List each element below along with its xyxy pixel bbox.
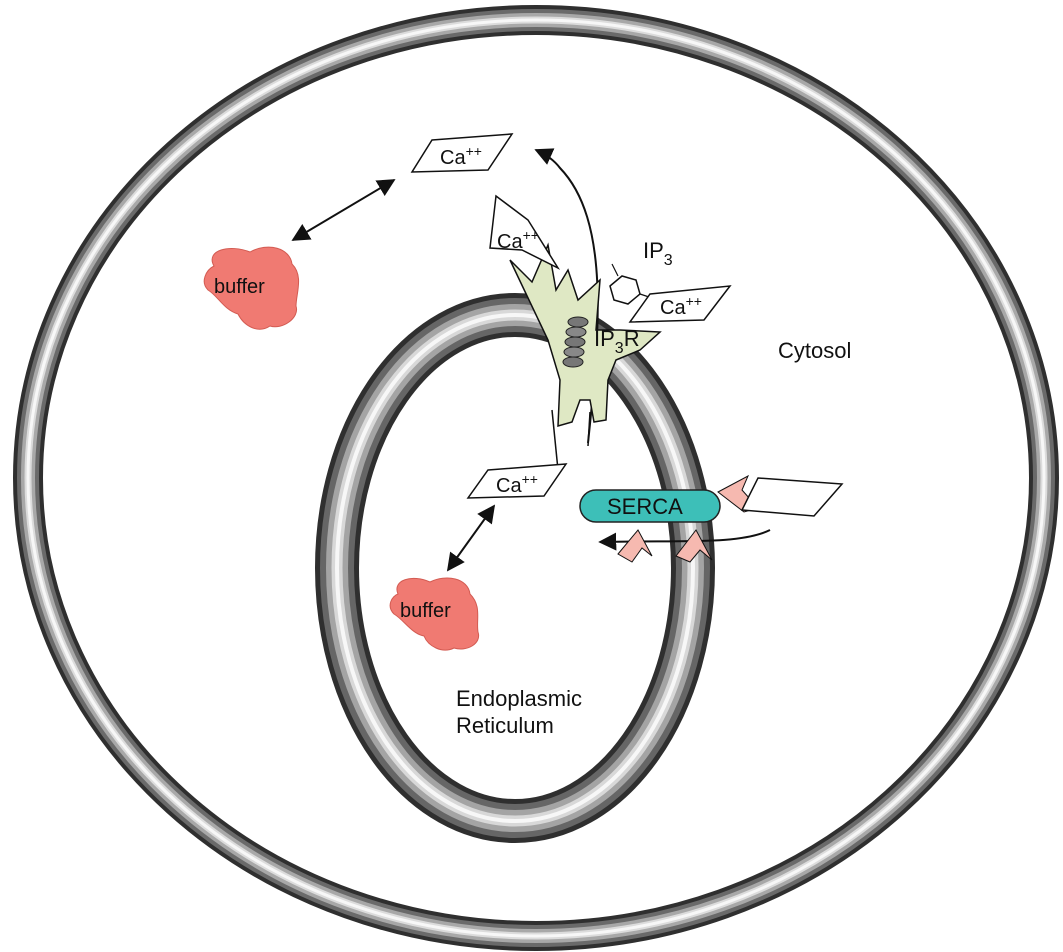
receptor-calcium-ion-left: Ca++: [490, 196, 558, 268]
ip3-sub-label: 3: [664, 252, 673, 269]
er-buffer: buffer: [390, 578, 478, 650]
er-label-line2: Reticulum: [456, 713, 554, 738]
cytosol-buffer: buffer: [204, 247, 298, 329]
ip3-prefix-label: IP: [643, 238, 664, 263]
ca-label-4: Ca: [496, 475, 522, 497]
er-calcium-ion: Ca++: [468, 464, 566, 498]
ca-charge-label-2: ++: [523, 227, 539, 243]
receptor-calcium-ion-right: Ca++: [630, 286, 730, 322]
ca-charge-label-3: ++: [686, 293, 702, 309]
serca-label: SERCA: [607, 494, 683, 519]
ca-label: Ca: [440, 147, 466, 169]
cytosol-buffer-label: buffer: [214, 276, 265, 298]
ca-label-2: Ca: [497, 231, 523, 253]
ca-charge-label: ++: [466, 143, 482, 159]
er-label-line1: Endoplasmic: [456, 686, 582, 711]
cytosol-calcium-ion: Ca++: [412, 134, 512, 172]
er-buffer-label: buffer: [400, 600, 451, 622]
er-membrane: [337, 315, 693, 821]
svg-text:IP3: IP3: [643, 238, 673, 269]
er-exchange-arrow: [448, 506, 494, 570]
ca-label-3: Ca: [660, 297, 686, 319]
cytosol-label: Cytosol: [778, 338, 851, 363]
ca-charge-label-4: ++: [522, 471, 538, 487]
ip3r-suffix-label: R: [624, 326, 640, 351]
ip3r-prefix-label: IP: [594, 326, 615, 351]
ip3r-sub-label: 3: [615, 340, 624, 357]
cytosol-exchange-arrow: [293, 180, 394, 240]
